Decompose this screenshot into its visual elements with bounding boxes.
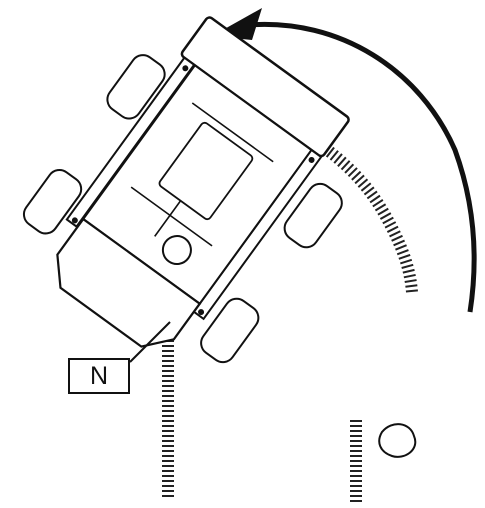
cross-link xyxy=(130,102,274,247)
pivot-point xyxy=(308,156,315,163)
rear-hitch xyxy=(378,423,417,458)
pivot-point xyxy=(71,217,78,224)
steering-wheel-icon xyxy=(161,235,192,266)
front-right-wheel xyxy=(283,182,343,249)
callout-leader-line xyxy=(129,321,171,363)
pivot-point xyxy=(182,65,189,72)
rear-hood xyxy=(56,217,202,348)
pivot-point xyxy=(198,309,205,316)
curved-tire-track-icon xyxy=(267,109,418,293)
rear-left-wheel xyxy=(22,169,83,235)
callout-label-n: N xyxy=(68,358,130,394)
callout-text: N xyxy=(89,361,109,390)
rotation-arrow-icon xyxy=(247,21,477,313)
rear-right-wheel xyxy=(200,297,260,364)
center-linkage xyxy=(158,121,254,221)
front-left-wheel xyxy=(106,54,166,120)
machine-body xyxy=(22,16,350,364)
